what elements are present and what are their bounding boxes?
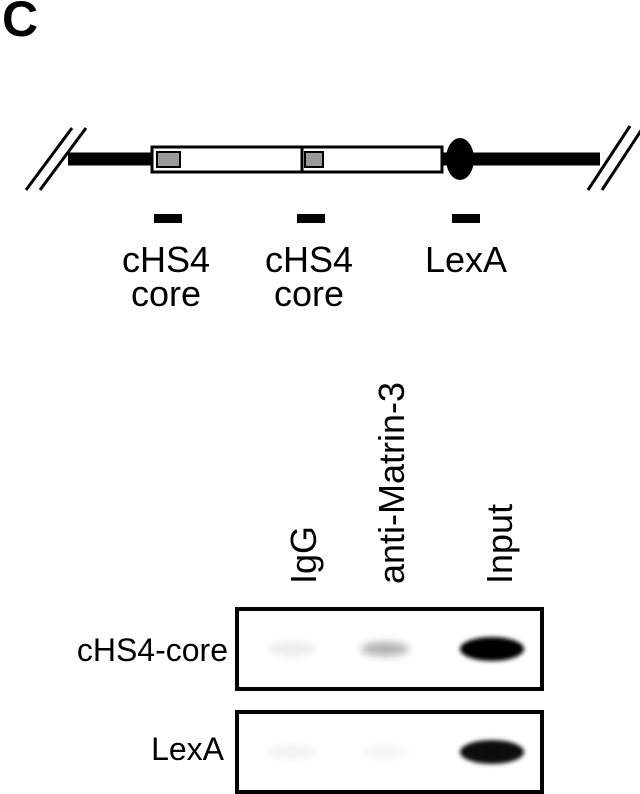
gel-bands <box>268 637 524 764</box>
lane-label: anti-Matrin-3 <box>371 382 412 584</box>
probe-bar <box>154 214 182 223</box>
element-label: core <box>274 273 344 314</box>
lane-labels: IgG anti-Matrin-3 Input <box>283 382 520 584</box>
left-break-mark <box>24 127 74 191</box>
construct-diagram: cHS4 core cHS4 core LexA <box>24 125 640 314</box>
right-break-mark <box>600 129 640 191</box>
gel-band <box>460 637 524 661</box>
right-break-mark <box>586 125 632 191</box>
element-label: cHS4 <box>265 239 353 280</box>
gel-band <box>268 745 316 759</box>
row-label: cHS4-core <box>77 632 228 668</box>
gel-band <box>361 642 409 656</box>
lexa-site <box>446 138 474 180</box>
element-label: core <box>131 273 201 314</box>
lane-label: Input <box>479 504 520 584</box>
probe-bar <box>297 214 325 223</box>
gel-band <box>268 642 316 656</box>
chs4-core-marker <box>304 151 324 168</box>
panel-label: C <box>2 0 39 47</box>
gel-band <box>361 745 409 759</box>
element-label: LexA <box>425 239 507 280</box>
row-label: LexA <box>151 731 225 767</box>
lane-label: IgG <box>283 526 324 584</box>
gel-band <box>460 740 524 764</box>
insulator-box <box>300 145 444 174</box>
left-break-mark <box>38 127 88 191</box>
chs4-core-marker <box>156 151 181 168</box>
element-label: cHS4 <box>122 239 210 280</box>
probe-bar <box>452 214 480 223</box>
